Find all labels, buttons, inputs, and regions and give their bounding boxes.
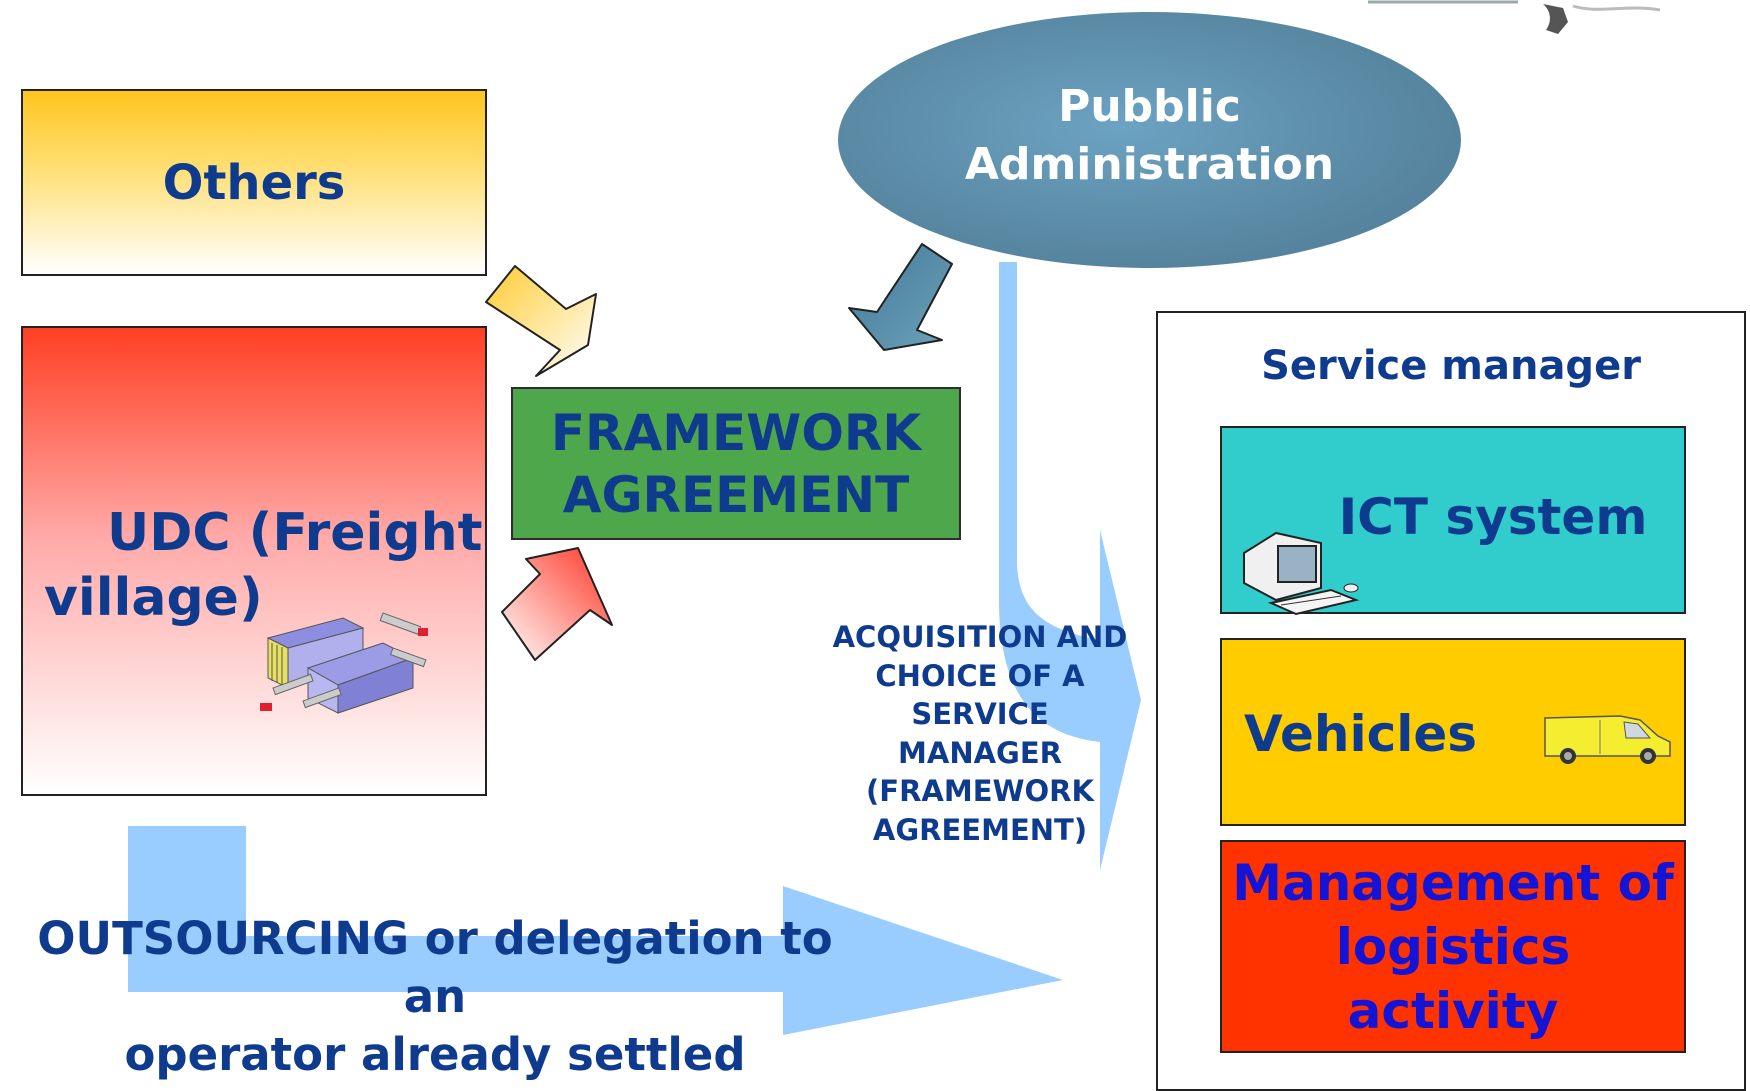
public-label-line2: Administration <box>964 139 1335 190</box>
public-label-line1: Pubblic <box>1058 81 1241 132</box>
mgmt-label-line1: Management of <box>1232 853 1674 912</box>
logistics-management-box: Management of logistics activity <box>1220 840 1686 1053</box>
outsourcing-arrow <box>128 826 1063 1035</box>
vehicles-label: Vehicles <box>1244 705 1478 763</box>
mgmt-label-line2: logistics <box>1335 917 1571 976</box>
others-box: Others <box>21 89 487 276</box>
udc-to-framework-arrow <box>501 547 613 661</box>
corner-logo-icon <box>1368 0 1663 38</box>
acq-line4: MANAGER <box>898 735 1062 770</box>
udc-label-line1: UDC (Freight <box>107 503 483 563</box>
public-administration-ellipse: Pubblic Administration <box>838 12 1461 268</box>
outs-line2: operator already settled <box>124 1028 746 1081</box>
others-to-framework-arrow <box>485 265 597 377</box>
framework-agreement-box: FRAMEWORK AGREEMENT <box>511 387 961 540</box>
public-to-framework-arrow <box>848 243 953 351</box>
acquisition-label: ACQUISITION AND CHOICE OF A SERVICE MANA… <box>815 618 1145 849</box>
acq-line6: AGREEMENT) <box>872 812 1088 847</box>
acq-line3: SERVICE <box>911 697 1049 731</box>
framework-label-line1: FRAMEWORK <box>550 403 922 462</box>
udc-box: UDC (Freight village) <box>21 326 487 796</box>
ict-label: ICT system <box>1338 488 1648 546</box>
acquisition-arrow <box>999 262 1141 870</box>
vehicles-box: Vehicles <box>1220 638 1686 826</box>
acq-line2: CHOICE OF A <box>875 658 1085 693</box>
outs-line1: OUTSOURCING or delegation to an <box>37 912 833 1023</box>
mgmt-label-line3: activity <box>1347 981 1559 1040</box>
warehouse-trucks-icon <box>260 612 428 714</box>
outsourcing-label: OUTSOURCING or delegation to an operator… <box>0 910 870 1084</box>
ict-system-box: ICT system <box>1220 426 1686 616</box>
framework-label-line2: AGREEMENT <box>562 465 910 524</box>
computer-icon <box>1243 531 1360 616</box>
others-label: Others <box>162 154 346 211</box>
udc-label-line2: village) <box>44 568 263 628</box>
acq-line1: ACQUISITION AND <box>832 620 1128 654</box>
van-icon <box>1544 715 1671 764</box>
acq-line5: (FRAMEWORK <box>866 774 1094 808</box>
service-manager-title: Service manager <box>1261 343 1641 389</box>
arrows-layer <box>128 243 1141 1035</box>
